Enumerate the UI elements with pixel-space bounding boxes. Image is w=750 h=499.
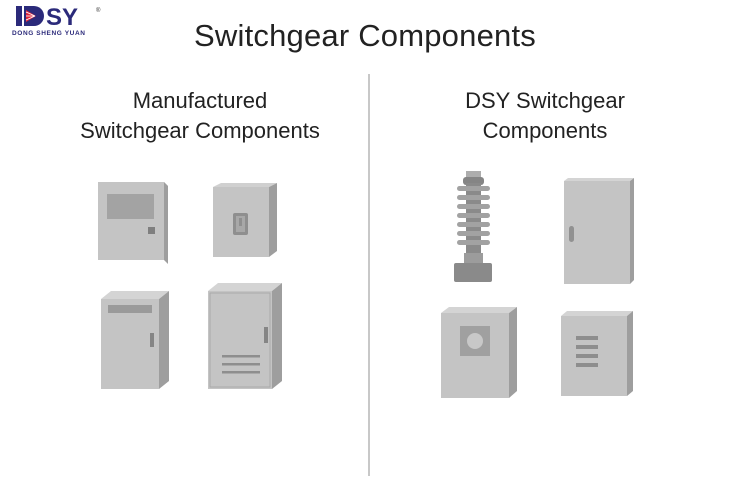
toggle-switch-icon (213, 183, 277, 257)
heading-line-2: Switchgear Components (80, 118, 320, 143)
company-logo[interactable]: SY DONG SHENG YUAN ® (4, 4, 104, 46)
registered-mark: ® (96, 8, 101, 14)
insulator-bushing[interactable] (454, 171, 494, 283)
tall-cabinet-with-label[interactable] (101, 291, 171, 391)
manufactured-heading: Manufactured Switchgear Components (40, 86, 360, 146)
page-title: Switchgear Components (194, 18, 536, 53)
meter-box[interactable] (441, 307, 521, 399)
heading-line-1: Manufactured (132, 88, 268, 113)
dsy-heading: DSY Switchgear Components (410, 86, 680, 146)
vented-panel[interactable] (561, 311, 635, 397)
heading-line-2: Components (482, 118, 608, 143)
switch-box[interactable] (213, 183, 279, 259)
dsy-logo-icon: SY (16, 4, 78, 30)
single-door-cabinet[interactable] (564, 178, 636, 284)
panel-window-icon (98, 182, 168, 264)
insulator-icon (454, 171, 492, 282)
vented-cabinet-icon (208, 283, 282, 389)
vent-panel-icon (561, 311, 633, 396)
column-divider (368, 74, 370, 476)
cabinet-label-icon (101, 291, 169, 389)
logo-subtitle: DONG SHENG YUAN (12, 30, 86, 37)
meter-box-icon (441, 307, 517, 398)
svg-text:SY: SY (46, 4, 78, 30)
vented-cabinet[interactable] (208, 283, 286, 393)
heading-line-1: DSY Switchgear (465, 88, 625, 113)
enclosure-with-display-window[interactable] (98, 182, 170, 264)
door-cabinet-icon (564, 178, 634, 284)
